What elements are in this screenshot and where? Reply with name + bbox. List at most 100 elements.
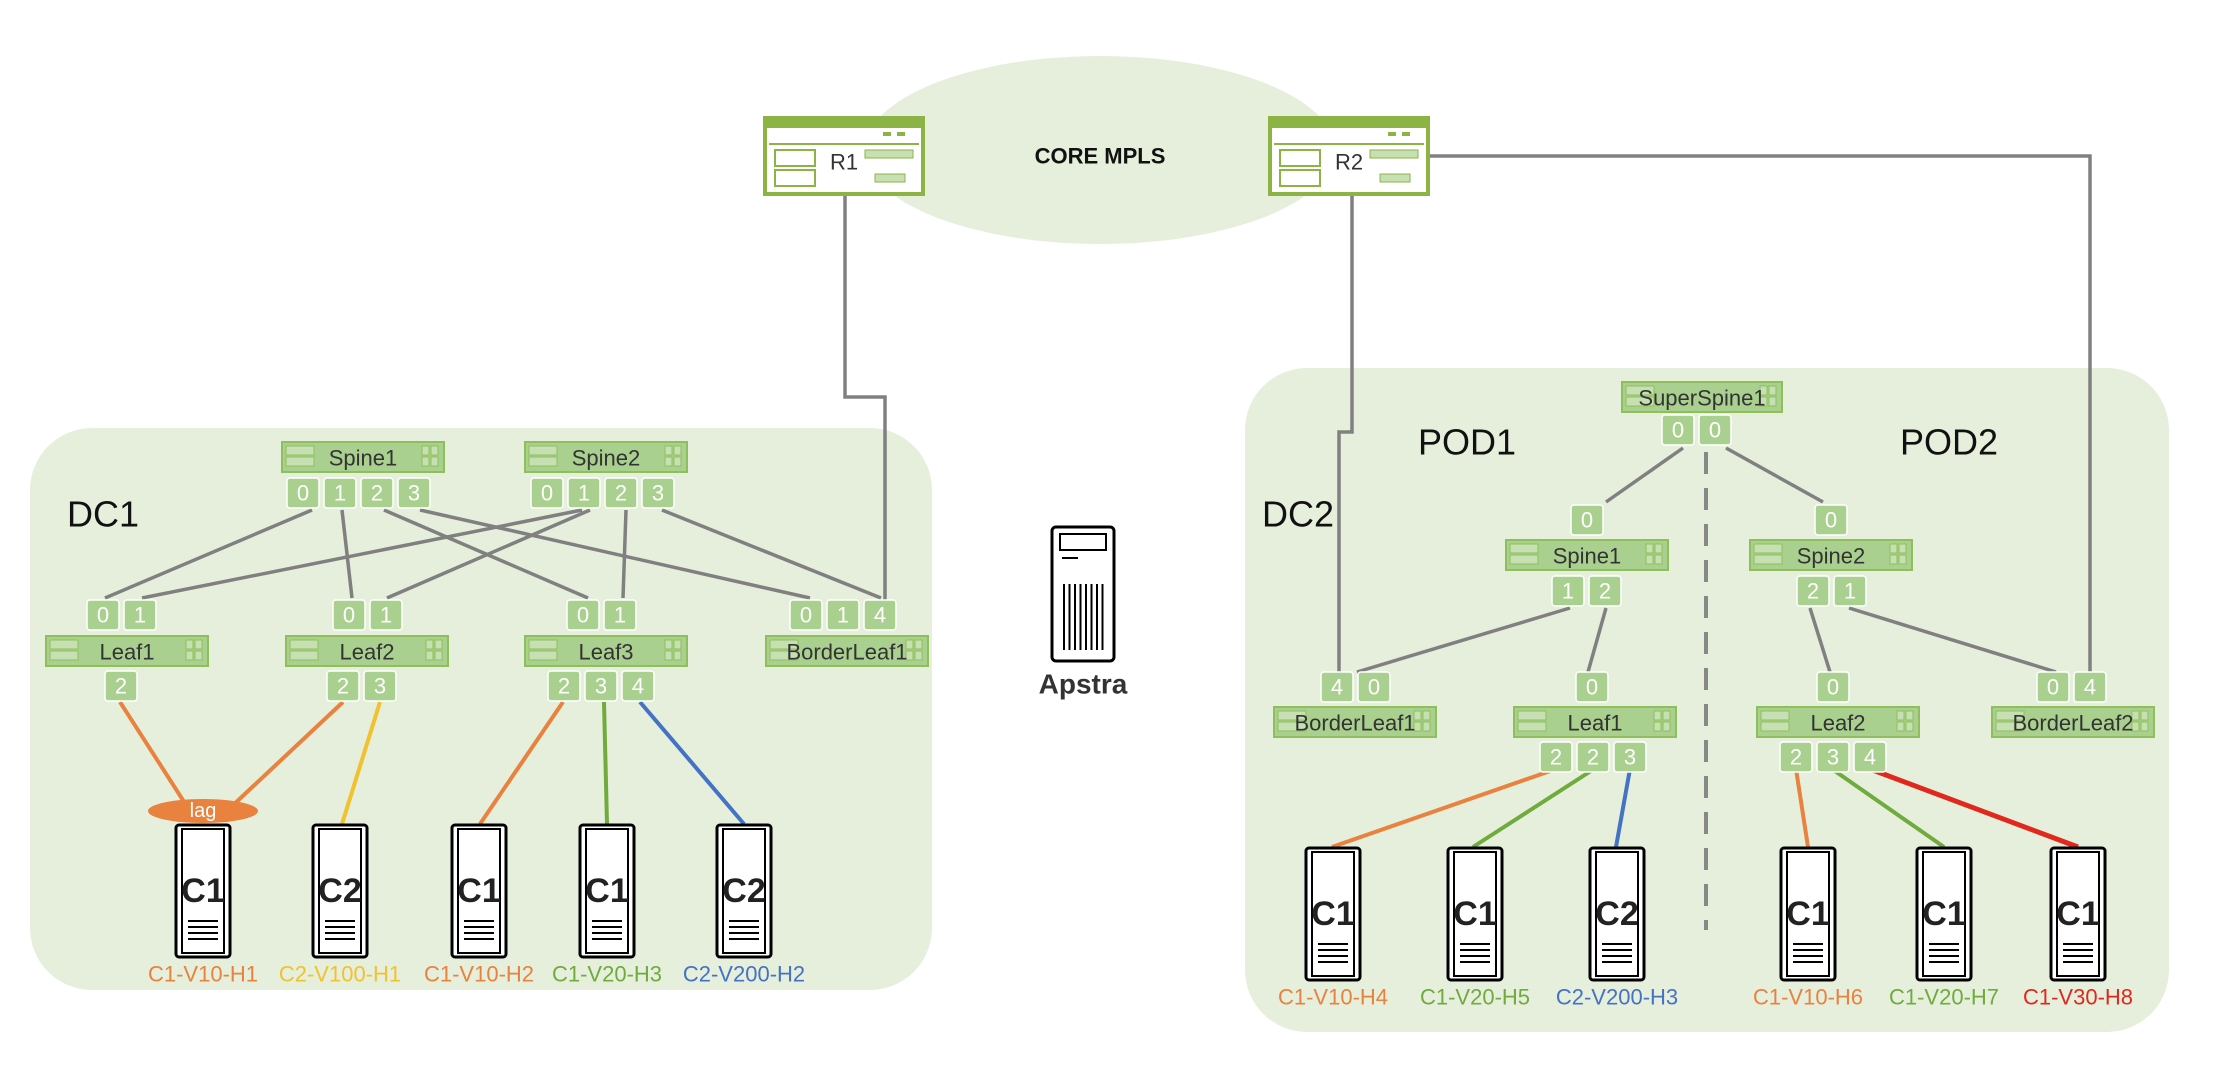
switch-port-block [1277, 710, 1307, 721]
dc2-spine2-port-box [1833, 575, 1867, 607]
switch-led [664, 445, 673, 456]
dc2-borderleaf2-port-box [2073, 671, 2107, 703]
link-leaf1-c1-v20-h5 [1471, 767, 1596, 849]
switch-led [664, 639, 673, 650]
link-dc1-fabric [419, 508, 811, 600]
link-dc1-fabric [661, 508, 882, 600]
switch-led [434, 650, 443, 661]
server-label: C1-V10-H4 [1278, 985, 1388, 1010]
dc1-leaf1-port-box [86, 599, 120, 631]
server-body [2049, 846, 2107, 982]
switch-led [1413, 721, 1422, 732]
switch-label: Spine1 [1553, 544, 1622, 569]
switch-port-block [1753, 543, 1783, 554]
dc1-borderleaf1-port-box [863, 599, 897, 631]
server-label: C2-V200-H3 [1556, 985, 1678, 1010]
dc2-spine1-port-number: 0 [1581, 508, 1593, 533]
dc1-leaf3-port-number: 0 [577, 603, 589, 628]
switch-label: Leaf1 [99, 640, 154, 665]
dc1-leaf1-port-box [104, 670, 138, 702]
switch-led [905, 639, 914, 650]
dc2-leaf2-port-box [1779, 741, 1813, 773]
switch-port-block [528, 650, 558, 661]
switch-led [185, 639, 194, 650]
switch-label: Spine2 [572, 446, 641, 471]
dc1-leaf2-port-box [332, 599, 366, 631]
link-spine2-leaf2 [1808, 607, 1832, 673]
switch-led [1889, 543, 1898, 554]
link-spine1-leaf1 [1586, 607, 1608, 673]
server-inner [1786, 851, 1830, 977]
dc1-leaf1-port-number: 1 [134, 603, 146, 628]
dc1-spine1: Spine1 [281, 441, 445, 473]
server-inner [2056, 851, 2100, 977]
switch-led [673, 650, 682, 661]
dc2-superspine-port-number: 0 [1672, 418, 1684, 443]
dc1-spine1-port-number: 2 [371, 481, 383, 506]
switch-led [1768, 385, 1777, 396]
dc1-leaf2-port-number: 2 [337, 674, 349, 699]
server-label: C1-V20-H5 [1420, 985, 1530, 1010]
link-superspine-spine2 [1725, 446, 1824, 504]
dc1-leaf2-port-box [326, 670, 360, 702]
server-label: C2-V200-H2 [683, 962, 805, 987]
router-led [1402, 132, 1410, 136]
dc2-leaf1: Leaf1 [1513, 706, 1677, 738]
switch-led [1662, 710, 1671, 721]
switch-port-block [289, 639, 319, 650]
switch-label: Spine1 [329, 446, 398, 471]
server-inner [1311, 851, 1355, 977]
switch-led [1413, 710, 1422, 721]
link-leaf1-c1-v10-h4 [1331, 767, 1557, 849]
dc2-spine2: Spine2 [1749, 539, 1913, 571]
dc1-spine1-port-number: 1 [334, 481, 346, 506]
switch-led [2131, 721, 2140, 732]
server-body [1915, 846, 1973, 982]
dc2-superspine-port-number: 0 [1709, 418, 1721, 443]
dc2-leaf1-port-number: 3 [1624, 745, 1636, 770]
dc2-spine1-port-number: 1 [1562, 579, 1574, 604]
dc2-spine2-port-number: 1 [1844, 579, 1856, 604]
dc2-borderleaf1-port-box [1320, 671, 1354, 703]
router-slot [1279, 169, 1321, 187]
switch-label: Leaf2 [339, 640, 394, 665]
switch-label: Leaf3 [578, 640, 633, 665]
router-led [883, 132, 891, 136]
link-leaf2-c1-v30-h8 [1869, 766, 2079, 850]
switch-led [425, 639, 434, 650]
dc1-leaf3-port-number: 3 [595, 674, 607, 699]
server-label: C1-V10-H1 [148, 962, 258, 987]
dc2-leaf2: Leaf2 [1756, 706, 1920, 738]
dc2-spine1-port-box [1588, 575, 1622, 607]
dc1-spine1-port-box [323, 477, 357, 509]
server-inner [318, 828, 362, 954]
switch-port-block [289, 650, 319, 661]
dc2-spine1-port-number: 2 [1599, 579, 1611, 604]
server-label: C1-V30-H8 [2023, 985, 2133, 1010]
dc2-borderleaf1: BorderLeaf1 [1273, 706, 1437, 738]
dc1-spine1-port-box [397, 477, 431, 509]
link-spine2-borderleaf2 [1848, 606, 2057, 674]
link-leaf2-c1-v10-h6 [1794, 768, 1810, 848]
switch-led [1422, 710, 1431, 721]
server-body [1588, 846, 1646, 982]
pod2-label: POD2 [1900, 422, 1998, 463]
switch-label: Leaf1 [1567, 711, 1622, 736]
switch-led [673, 456, 682, 467]
link-r2-borderleaf2 [1428, 154, 2092, 672]
dc1-leaf2-port-box [363, 670, 397, 702]
router-label: R2 [1335, 150, 1363, 175]
router-slot [1379, 173, 1411, 183]
dc1-leaf3-port-number: 1 [614, 603, 626, 628]
switch-port-block [49, 639, 79, 650]
link-leaf3-c1-v20-h3 [602, 701, 609, 825]
switch-led [1654, 554, 1663, 565]
server-inner [457, 828, 501, 954]
switch-led [1759, 385, 1768, 396]
dc1-spine2-port-number: 0 [541, 481, 553, 506]
switch-port-block [769, 639, 799, 650]
dc1-spine2-port-box [530, 477, 564, 509]
router-slot [1369, 149, 1419, 159]
